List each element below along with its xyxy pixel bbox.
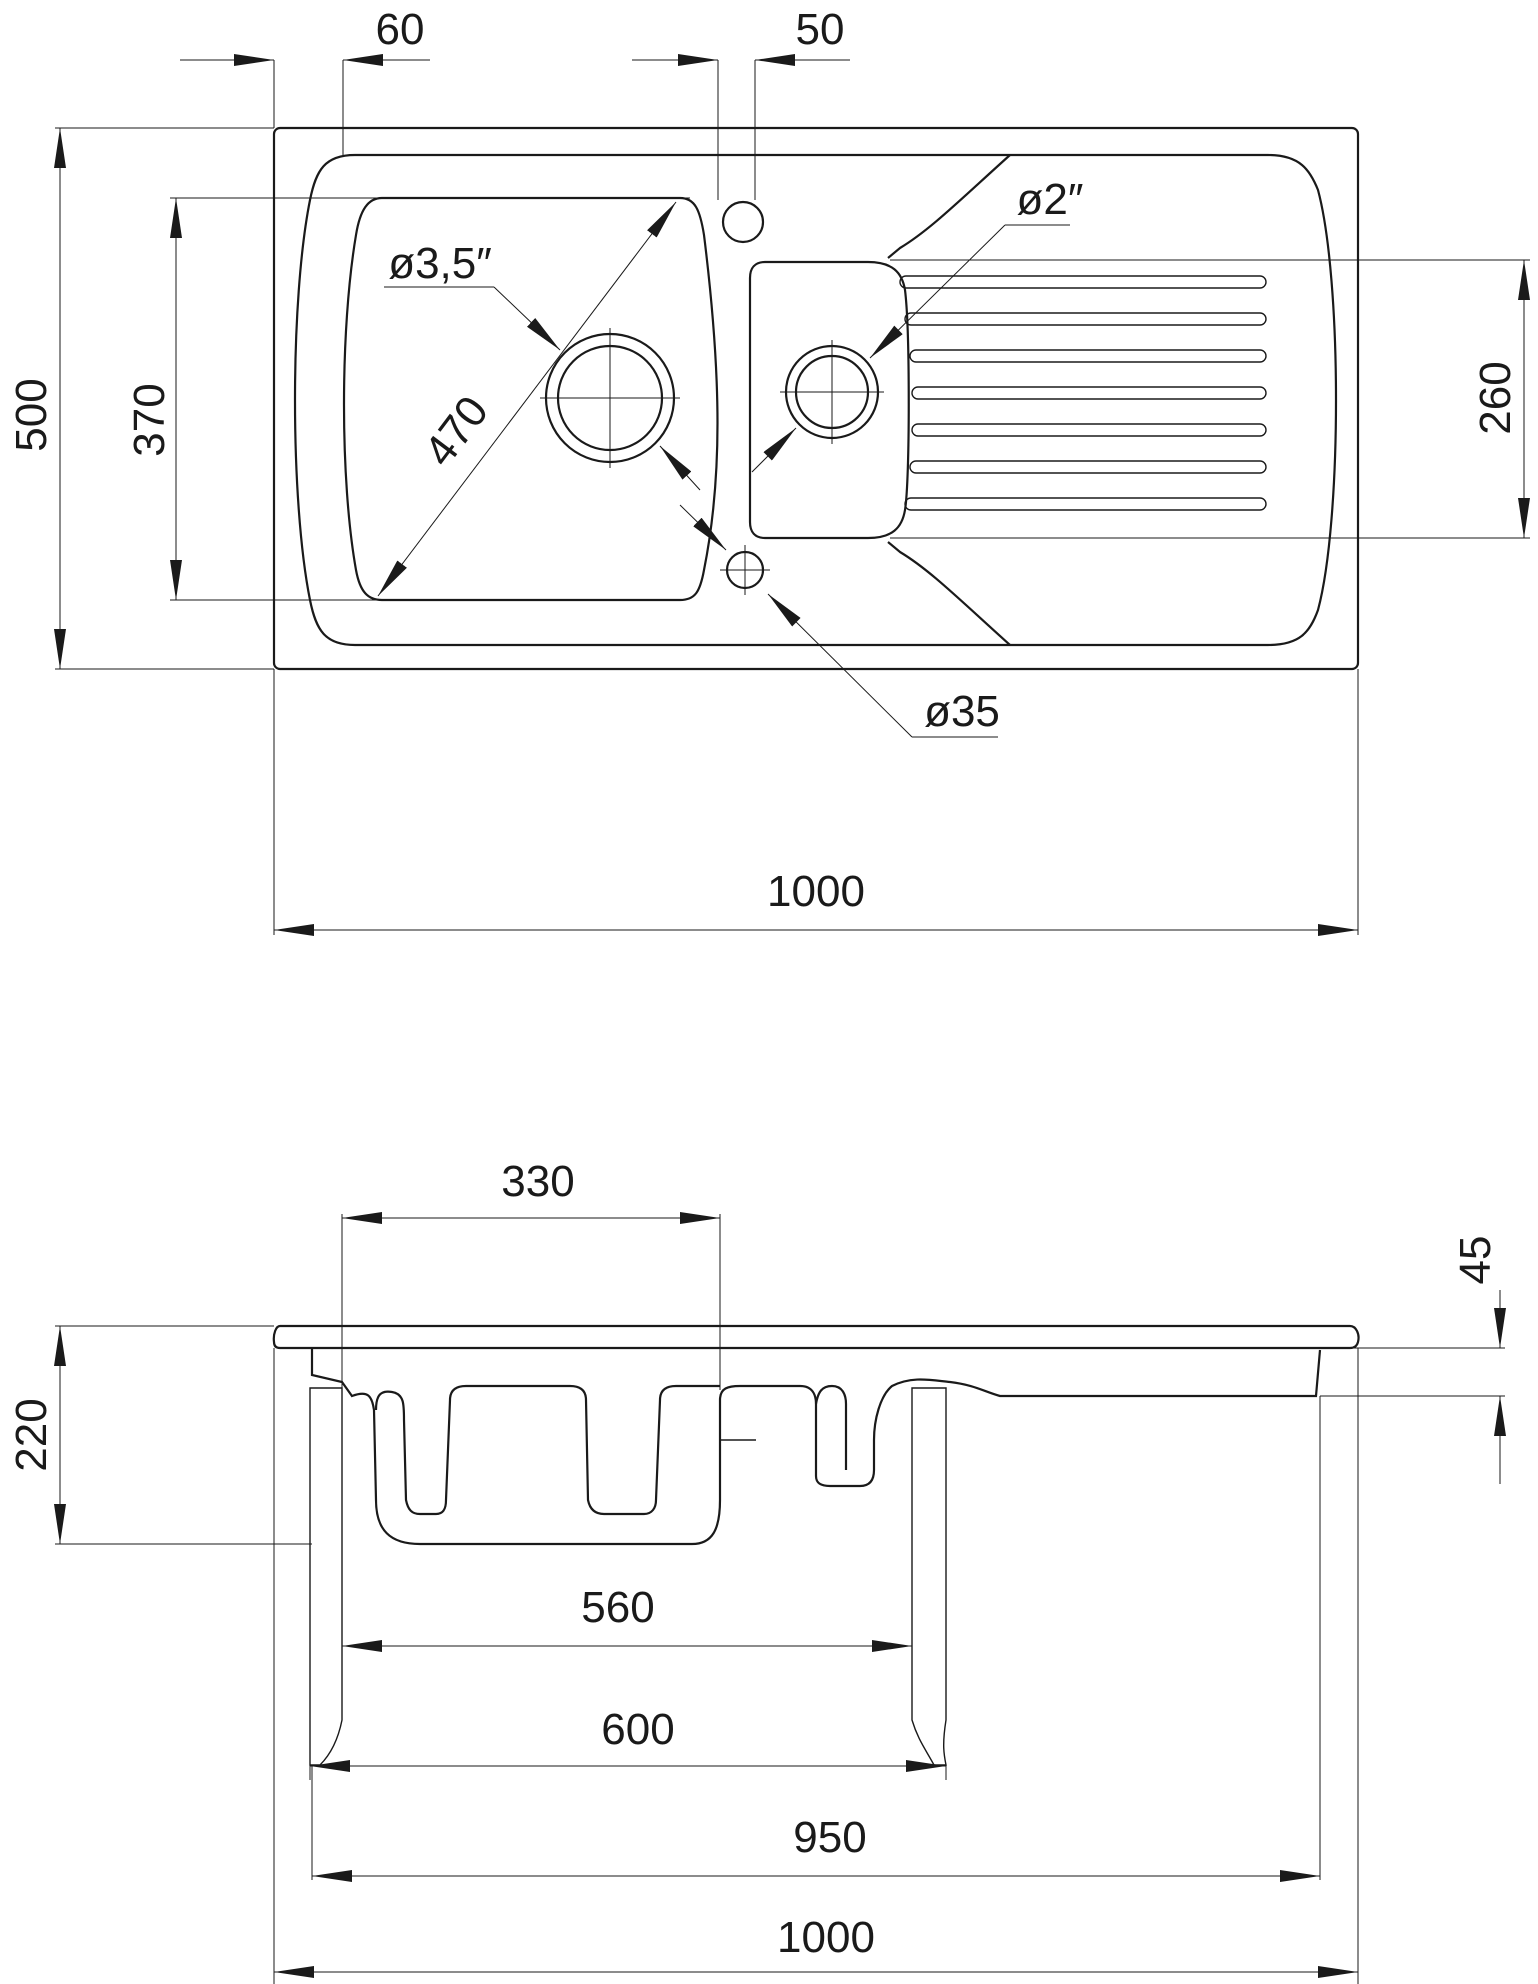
dim-depth: 500 [7,378,56,451]
dim-bowl-width: 330 [501,1157,574,1206]
dim-bowl-diagonal: 470 [415,387,498,475]
small-bowl [748,260,910,540]
side-view: 330 45 220 560 600 950 1000 [7,1157,1506,1984]
dim-drainer-drain: ø2″ [1017,175,1084,224]
top-view: 60 50 500 370 470 ø3,5″ ø2″ 26 [7,5,1530,936]
sink-inner-rim [293,153,1338,647]
cabinet-wall-left [309,1387,343,1766]
main-bowl [342,196,719,602]
dim-height: 220 [7,1398,56,1471]
dim-width-bottom: 1000 [777,1913,875,1962]
dim-cabinet-outer: 600 [601,1705,674,1754]
dim-bowl-inset: 60 [376,5,425,54]
dim-tap-hole-offset: 50 [796,5,845,54]
dim-drainer-width: 260 [1471,361,1520,434]
dim-overflow-hole: ø35 [924,687,1000,736]
drainer-board-edge-bottom [887,541,1011,646]
tap-hole [721,200,765,244]
drainer-grooves [899,275,1267,511]
dim-width-top: 1000 [767,867,865,916]
sink-underside-profile [310,1348,1322,1546]
sink-rim-profile [272,1324,1360,1350]
dim-cabinet-inner: 560 [581,1583,654,1632]
dim-cutout-width: 950 [793,1813,866,1862]
dim-bowl-length: 370 [125,383,174,456]
sink-outline [272,126,1360,671]
dim-lip-height: 45 [1451,1236,1500,1285]
dim-bowl-drain: ø3,5″ [388,239,492,288]
drainer-board-edge-top [887,154,1011,259]
cabinet-wall-right [911,1387,947,1766]
